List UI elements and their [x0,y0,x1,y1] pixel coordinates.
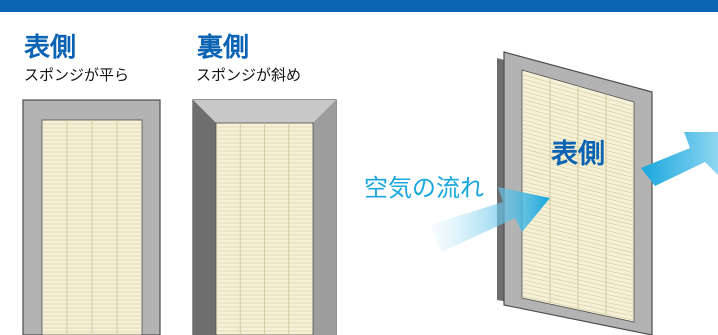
air-flow-label: 空気の流れ [364,174,484,202]
front-filter-mesh [42,120,142,335]
tilted-filter [497,51,653,335]
back-side-title: 裏側 [197,33,250,63]
front-side-subtitle: スポンジが平ら [24,66,130,84]
front-filter-panel [22,99,161,335]
top-banner [0,0,718,12]
tilted-filter-mesh [521,74,635,321]
back-side-subtitle: スポンジが斜め [196,66,302,84]
air-flow-arrow-out [641,132,718,186]
front-side-title: 表側 [24,33,77,63]
back-filter-mesh [216,123,313,335]
air-flow-arrow-in [430,187,550,252]
back-filter-panel [192,99,337,335]
tilted-filter-label: 表側 [551,139,605,170]
